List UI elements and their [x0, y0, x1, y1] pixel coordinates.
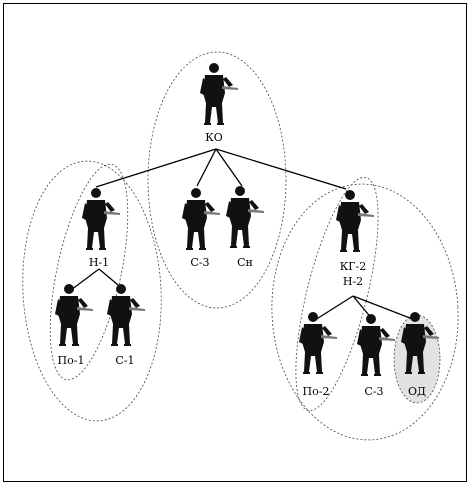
soldier-icon-c1	[107, 284, 145, 346]
soldier-icon-ko	[200, 63, 238, 125]
edge-kg2-po2	[314, 295, 354, 321]
soldier-icon-kg2	[336, 190, 374, 252]
group-left-inner	[49, 163, 129, 381]
org-diagram: КО Н-1 С-3 Сн КГ-2 Н-2 По-1 С-1 По-2 С-3…	[22, 51, 459, 441]
group-left-outer	[22, 160, 162, 422]
soldier-icon-c3b	[357, 314, 395, 376]
group-right-outer	[271, 183, 459, 441]
edge-ko-n1	[95, 148, 217, 188]
label-od: ОД	[408, 385, 426, 398]
label-sn: Сн	[237, 256, 253, 269]
label-c3b: С-3	[364, 385, 383, 398]
label-po1: По-1	[58, 354, 85, 367]
edge-kg2-od	[352, 295, 416, 321]
group-right-inner	[295, 176, 379, 412]
diagram-frame: КО Н-1 С-3 Сн КГ-2 Н-2 По-1 С-1 По-2 С-3…	[3, 3, 467, 482]
edge-ko-sn	[215, 148, 243, 187]
label-c1: С-1	[115, 354, 134, 367]
label-ko: КО	[205, 131, 223, 144]
label-c3a: С-3	[190, 256, 209, 269]
label-n2: Н-2	[343, 275, 363, 288]
soldier-icon-po2	[299, 312, 337, 374]
label-n1: Н-1	[89, 256, 109, 269]
label-po2: По-2	[303, 385, 330, 398]
edge-ko-kg2	[215, 148, 347, 190]
soldier-icon-po1	[55, 284, 93, 346]
edge-ko-c3a	[196, 148, 217, 187]
soldier-icon-c3a	[182, 188, 220, 250]
label-kg2: КГ-2	[340, 260, 367, 273]
group-ko	[147, 51, 287, 309]
edge-n1-po1	[70, 268, 100, 291]
soldier-icon-n1	[82, 188, 120, 250]
soldier-icon-sn	[226, 186, 264, 248]
